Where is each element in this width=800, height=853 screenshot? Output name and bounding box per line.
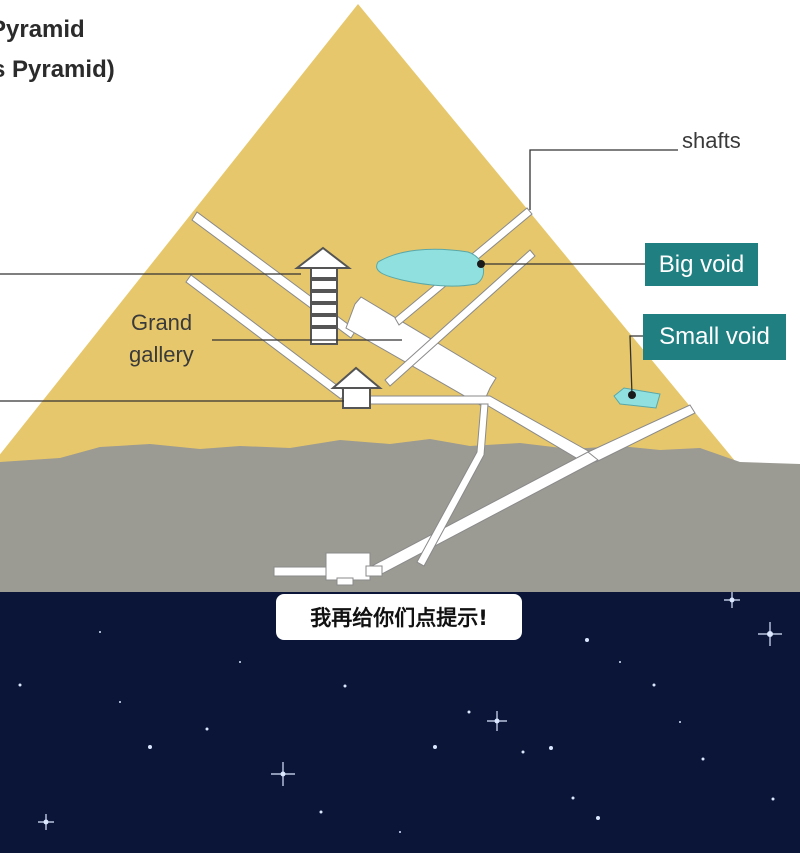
sparkle <box>724 592 740 608</box>
small-void-leader-line <box>629 335 643 396</box>
king-chamber <box>294 246 352 345</box>
bedrock-ground <box>0 439 800 592</box>
grand-gallery-label-line-2: gallery <box>129 342 194 367</box>
relieving-chamber-2 <box>310 279 338 291</box>
sparkle <box>271 762 295 786</box>
shafts-label: shafts <box>682 128 741 153</box>
star <box>467 710 471 714</box>
pyramid-body <box>0 4 740 467</box>
star <box>596 816 600 820</box>
star <box>571 796 575 800</box>
small-void-area <box>613 387 661 409</box>
relieving-chamber-3 <box>310 291 338 303</box>
queen-chamber-north-shaft <box>384 249 536 387</box>
relieving-chamber-5 <box>310 315 338 327</box>
starry-night-icon <box>18 592 782 833</box>
pyramid-cross-section-diagram <box>0 4 800 592</box>
star <box>521 750 525 754</box>
subterranean-pit <box>336 577 354 586</box>
star <box>433 745 437 749</box>
sparkle <box>758 622 782 646</box>
small-void-label: Small void <box>643 314 786 360</box>
star <box>18 683 22 687</box>
star <box>343 684 347 688</box>
queen-chamber-room <box>342 387 371 409</box>
star-sparkles <box>38 592 782 830</box>
leader-lines <box>0 149 678 402</box>
dead-end-passage <box>273 566 335 577</box>
subterranean-chamber <box>325 552 371 581</box>
star <box>549 746 553 750</box>
relieving-chamber-1 <box>310 267 338 279</box>
star <box>652 683 656 687</box>
caption-banner: 我再给你们点提示! <box>276 594 522 640</box>
star <box>701 757 705 761</box>
diagram-title-line-1: Pyramid <box>0 16 85 43</box>
star <box>679 721 681 723</box>
shafts-leader-line <box>529 149 678 210</box>
star <box>205 727 209 731</box>
sparkle <box>487 711 507 731</box>
star <box>239 661 241 663</box>
subterranean-link <box>365 565 383 577</box>
star <box>399 831 401 833</box>
small-void-marker <box>628 391 636 399</box>
diagram-title-line-2: s Pyramid) <box>0 56 115 83</box>
sparkle <box>38 814 54 830</box>
star <box>319 810 323 814</box>
queen-chamber <box>330 366 383 409</box>
star <box>585 638 589 642</box>
star <box>619 661 621 663</box>
relieving-chamber-4 <box>310 303 338 315</box>
star <box>119 701 121 703</box>
grand-gallery-label-line-1: Grand <box>131 310 193 335</box>
star <box>771 797 775 801</box>
star <box>148 745 152 749</box>
big-void-label: Big void <box>645 243 758 286</box>
big-void-area <box>376 248 484 287</box>
star <box>99 631 101 633</box>
big-void-marker <box>477 260 485 268</box>
king-chamber-room <box>310 327 338 345</box>
well-shaft <box>416 403 489 567</box>
